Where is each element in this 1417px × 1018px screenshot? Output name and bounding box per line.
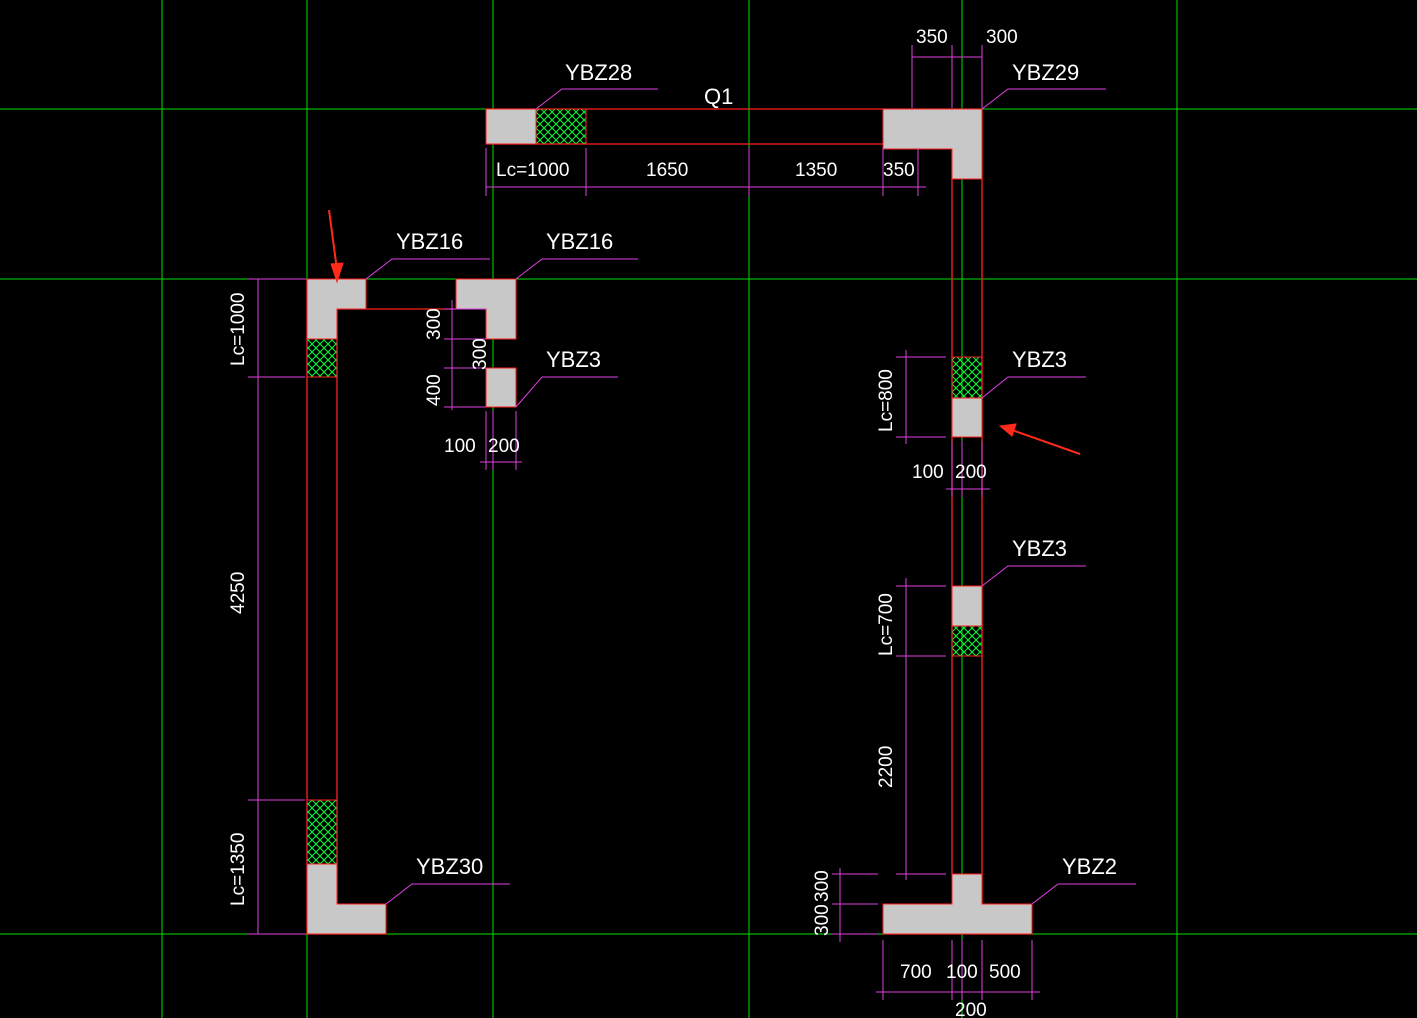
dim-bottom-500: 500 bbox=[989, 962, 1021, 983]
dim-mid-400: 400 bbox=[424, 374, 445, 406]
dim-bottom-300a: 300 bbox=[812, 870, 833, 902]
hatch-left-top bbox=[306, 338, 338, 378]
dim-top-350b: 350 bbox=[883, 160, 915, 181]
label-ybz3-right-lower[interactable]: YBZ3 bbox=[1012, 536, 1067, 561]
dim-mid-300b: 300 bbox=[470, 338, 491, 370]
label-ybz16-left[interactable]: YBZ16 bbox=[396, 229, 463, 254]
column-ybz3-left[interactable] bbox=[485, 367, 517, 408]
label-ybz29[interactable]: YBZ29 bbox=[1012, 60, 1079, 85]
dim-bottom-300b: 300 bbox=[812, 904, 833, 936]
label-ybz3-right-upper[interactable]: YBZ3 bbox=[1012, 347, 1067, 372]
column-ybz16-left[interactable] bbox=[306, 278, 367, 340]
label-ybz16-right[interactable]: YBZ16 bbox=[546, 229, 613, 254]
column-ybz2[interactable] bbox=[882, 873, 1033, 935]
label-ybz3-left[interactable]: YBZ3 bbox=[546, 347, 601, 372]
arrowhead-left bbox=[330, 262, 344, 284]
label-ybz30[interactable]: YBZ30 bbox=[416, 854, 483, 879]
arrowhead-right bbox=[998, 423, 1017, 437]
dim-right-lc700: Lc=700 bbox=[876, 593, 897, 656]
label-ybz2[interactable]: YBZ2 bbox=[1062, 854, 1117, 879]
arrow-left bbox=[328, 209, 338, 271]
hatch-right-upper bbox=[951, 356, 983, 399]
hatched-regions bbox=[306, 108, 983, 865]
column-ybz28[interactable] bbox=[485, 108, 537, 145]
hatch-ybz28 bbox=[535, 108, 587, 145]
dim-right-lc800: Lc=800 bbox=[876, 369, 897, 432]
dim-mid-100: 100 bbox=[444, 436, 476, 457]
dim-left-lc1000: Lc=1000 bbox=[228, 293, 249, 366]
dim-top-1350: 1350 bbox=[795, 160, 837, 181]
hatch-right-lower bbox=[951, 625, 983, 657]
dim-mid-200: 200 bbox=[488, 436, 520, 457]
dim-left-lc1350: Lc=1350 bbox=[228, 833, 249, 906]
dim-top-300: 300 bbox=[986, 27, 1018, 48]
column-ybz30[interactable] bbox=[306, 863, 387, 935]
column-ybz3-right-lower[interactable] bbox=[951, 585, 983, 627]
label-ybz28[interactable]: YBZ28 bbox=[565, 60, 632, 85]
dim-left-4250: 4250 bbox=[228, 572, 249, 614]
dim-bottom-700: 700 bbox=[900, 962, 932, 983]
column-ybz3-right-upper[interactable] bbox=[951, 397, 983, 438]
annotation-arrows bbox=[328, 209, 1081, 455]
dimension-lines bbox=[248, 45, 1136, 1000]
dim-bottom-200: 200 bbox=[955, 1000, 987, 1018]
label-q1[interactable]: Q1 bbox=[704, 84, 733, 109]
dim-bottom-100: 100 bbox=[946, 962, 978, 983]
arrow-right bbox=[1011, 429, 1081, 455]
dim-right-100: 100 bbox=[912, 462, 944, 483]
dim-right-2200: 2200 bbox=[876, 746, 897, 788]
columns bbox=[306, 108, 1033, 935]
dim-right-200: 200 bbox=[955, 462, 987, 483]
dim-top-lc1000: Lc=1000 bbox=[496, 160, 569, 181]
dim-top-350: 350 bbox=[916, 27, 948, 48]
dim-mid-300a: 300 bbox=[424, 308, 445, 340]
hatch-left-bottom bbox=[306, 799, 338, 865]
dim-top-1650: 1650 bbox=[646, 160, 688, 181]
